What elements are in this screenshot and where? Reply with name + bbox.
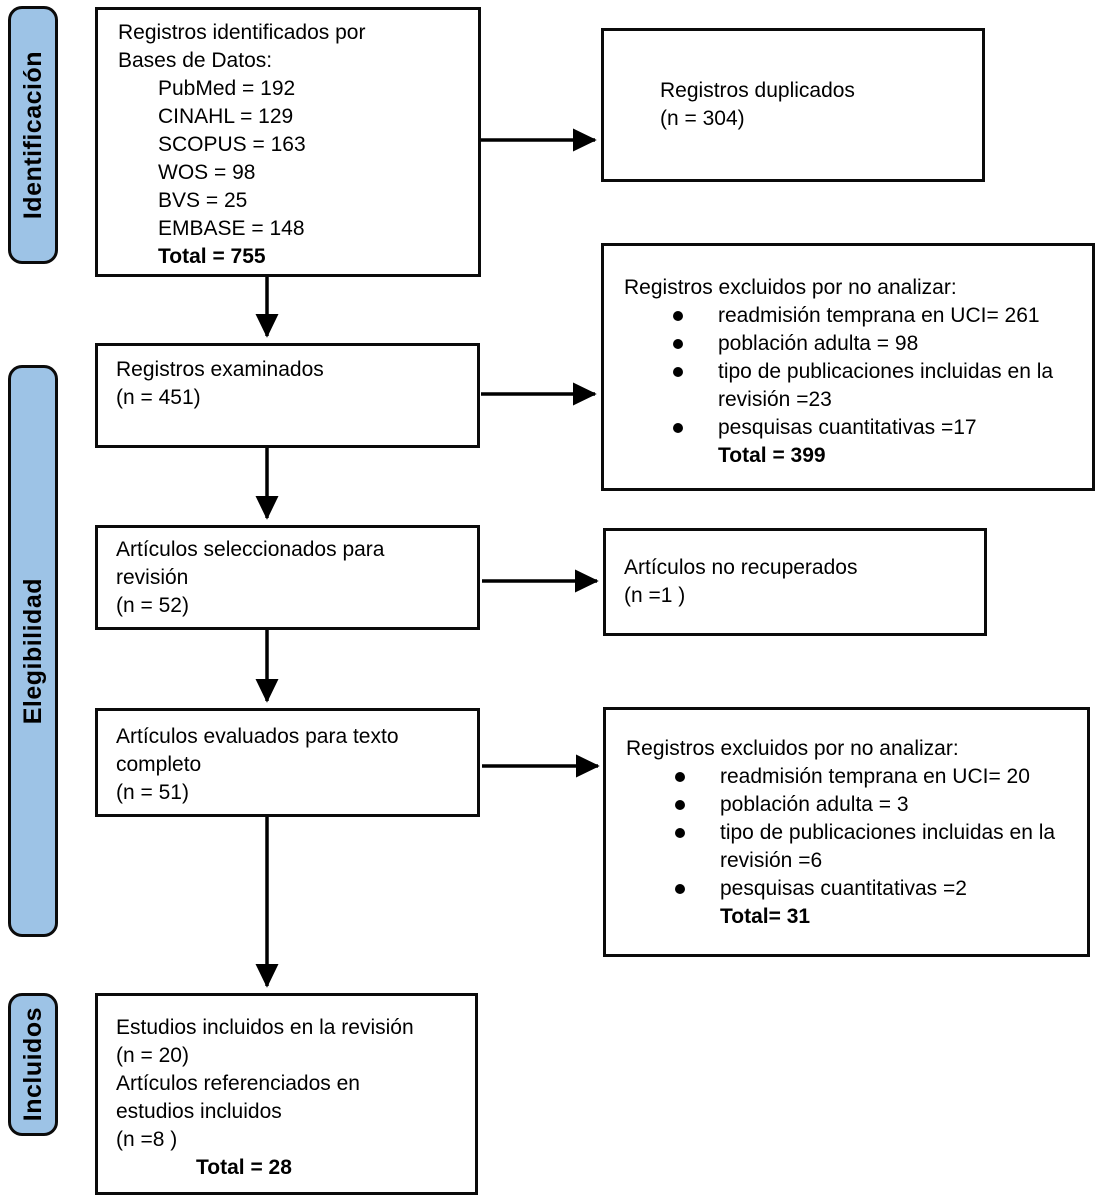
bullet-icon xyxy=(673,423,683,433)
identified-database: SCOPUS = 163 xyxy=(158,133,306,156)
bullet-icon xyxy=(673,339,683,349)
excluded-screening-reason: pesquisas cuantitativas =17 xyxy=(624,414,1076,442)
identified-total: Total = 755 xyxy=(158,245,266,268)
box-studies-included: Estudios incluidos en la revisión (n = 2… xyxy=(95,993,478,1195)
included-line: (n =8 ) xyxy=(116,1128,178,1151)
bullet-icon xyxy=(673,367,683,377)
duplicates-line: Registros duplicados xyxy=(660,79,855,102)
included-total: Total = 28 xyxy=(196,1156,292,1179)
excluded-screening-total: Total = 399 xyxy=(718,444,826,467)
stage-label-identification: Identificación xyxy=(8,6,58,264)
excluded-fulltext-reason: readmisión temprana en UCI= 20 xyxy=(626,763,1071,791)
screened-line: (n = 451) xyxy=(116,386,201,409)
excluded-screening-reason: tipo de publicaciones incluidas en la re… xyxy=(624,358,1076,414)
bullet-icon xyxy=(675,884,685,894)
box-articles-not-retrieved: Artículos no recuperados (n =1 ) xyxy=(603,528,987,636)
included-line: Estudios incluidos en la revisión xyxy=(116,1016,414,1039)
stage-label-eligibility: Elegibilidad xyxy=(8,365,58,937)
excluded-fulltext-total: Total= 31 xyxy=(720,905,811,928)
excluded-screening-reason: readmisión temprana en UCI= 261 xyxy=(624,302,1076,330)
included-line: estudios incluidos xyxy=(116,1100,282,1123)
identified-line: Bases de Datos: xyxy=(118,49,273,72)
selected-line: revisión xyxy=(116,566,189,589)
box-articles-selected: Artículos seleccionados para revisión (n… xyxy=(95,525,480,630)
excluded-screening-reason: población adulta = 98 xyxy=(624,330,1076,358)
not-retrieved-line: (n =1 ) xyxy=(624,584,686,607)
not-retrieved-line: Artículos no recuperados xyxy=(624,556,858,579)
identified-database: PubMed = 192 xyxy=(158,77,296,100)
identified-database: BVS = 25 xyxy=(158,189,248,212)
screened-line: Registros examinados xyxy=(116,358,324,381)
box-records-identified: Registros identificados por Bases de Dat… xyxy=(95,7,481,277)
box-excluded-fulltext: Registros excluidos por no analizar: rea… xyxy=(603,707,1090,957)
identified-line: Registros identificados por xyxy=(118,21,366,44)
bullet-icon xyxy=(675,800,685,810)
stage-label-included: Incluidos xyxy=(8,993,58,1136)
included-line: (n = 20) xyxy=(116,1044,189,1067)
box-fulltext-assessed: Artículos evaluados para texto completo … xyxy=(95,708,480,817)
excluded-fulltext-reason: pesquisas cuantitativas =2 xyxy=(626,875,1071,903)
fulltext-line: Artículos evaluados para texto xyxy=(116,725,399,748)
stage-label-eligibility-text: Elegibilidad xyxy=(18,577,47,725)
fulltext-line: (n = 51) xyxy=(116,781,189,804)
fulltext-line: completo xyxy=(116,753,202,776)
identified-database: CINAHL = 129 xyxy=(158,105,294,128)
stage-label-included-text: Incluidos xyxy=(18,1007,47,1122)
bullet-icon xyxy=(675,772,685,782)
identified-database: EMBASE = 148 xyxy=(158,217,305,240)
duplicates-line: (n = 304) xyxy=(660,107,745,130)
excluded-fulltext-reason: tipo de publicaciones incluidas en la re… xyxy=(626,819,1071,875)
bullet-icon xyxy=(675,828,685,838)
excluded-fulltext-reason: población adulta = 3 xyxy=(626,791,1071,819)
selected-line: Artículos seleccionados para xyxy=(116,538,385,561)
excluded-screening-title: Registros excluidos por no analizar: xyxy=(624,276,957,299)
stage-label-identification-text: Identificación xyxy=(18,50,47,220)
box-records-screened: Registros examinados (n = 451) xyxy=(95,343,480,448)
identified-database: WOS = 98 xyxy=(158,161,256,184)
excluded-fulltext-title: Registros excluidos por no analizar: xyxy=(626,737,959,760)
box-duplicate-records: Registros duplicados (n = 304) xyxy=(601,28,985,182)
bullet-icon xyxy=(673,311,683,321)
box-excluded-screening: Registros excluidos por no analizar: rea… xyxy=(601,243,1095,491)
selected-line: (n = 52) xyxy=(116,594,189,617)
included-line: Artículos referenciados en xyxy=(116,1072,360,1095)
